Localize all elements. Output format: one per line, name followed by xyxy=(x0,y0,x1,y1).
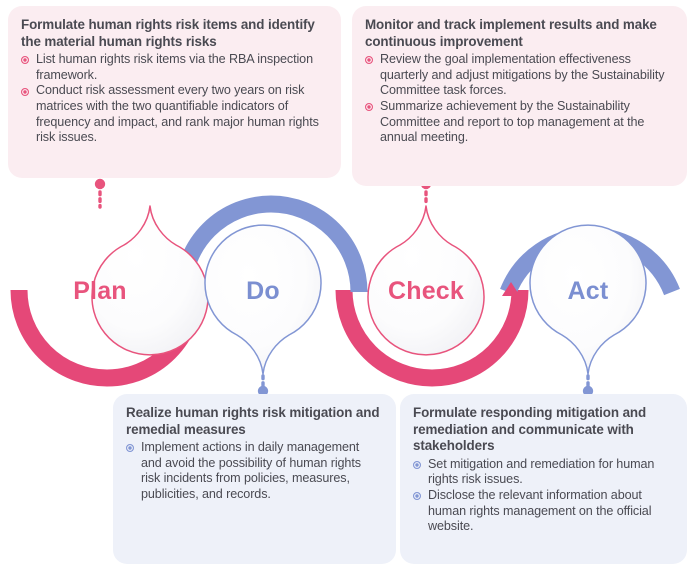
list-item: List human rights risk items via the RBA… xyxy=(21,52,328,83)
panel-act-bullets: Set mitigation and remediation for human… xyxy=(413,457,674,535)
list-item-text: Summarize achievement by the Sustainabil… xyxy=(380,98,645,145)
panel-do: Realize human rights risk mitigation and… xyxy=(113,394,396,564)
connector-act xyxy=(582,374,594,397)
bullet-dot-icon xyxy=(126,444,134,453)
list-item-text: List human rights risk items via the RBA… xyxy=(36,52,313,82)
bullet-dot-icon xyxy=(21,87,29,96)
node-label-do: Do xyxy=(246,277,280,305)
list-item: Set mitigation and remediation for human… xyxy=(413,457,674,488)
panel-plan: Formulate human rights risk items and id… xyxy=(8,6,341,178)
panel-act-title: Formulate responding mitigation and reme… xyxy=(413,405,647,454)
node-do[interactable]: Do xyxy=(204,224,322,375)
list-item: Disclose the relevant information about … xyxy=(413,488,674,535)
list-item: Conduct risk assessment every two years … xyxy=(21,83,328,145)
node-label-act: Act xyxy=(568,277,609,305)
bullet-dot-icon xyxy=(413,460,421,469)
node-label-check: Check xyxy=(388,277,464,305)
panel-check-bullets: Review the goal implementation effective… xyxy=(365,52,674,146)
bullet-dot-icon xyxy=(365,56,373,65)
connector-plan xyxy=(94,178,106,209)
node-plan[interactable]: Plan xyxy=(73,205,209,356)
connector-do xyxy=(257,374,269,397)
bullet-dot-icon xyxy=(413,492,421,501)
panel-do-title: Realize human rights risk mitigation and… xyxy=(126,405,380,437)
node-act[interactable]: Act xyxy=(529,224,647,375)
node-label-plan: Plan xyxy=(73,277,127,305)
bullet-dot-icon xyxy=(21,56,29,65)
panel-check: Monitor and track implement results and … xyxy=(352,6,687,186)
panel-act: Formulate responding mitigation and reme… xyxy=(400,394,687,564)
list-item-text: Set mitigation and remediation for human… xyxy=(428,456,655,487)
panel-check-title: Monitor and track implement results and … xyxy=(365,17,657,49)
list-item: Review the goal implementation effective… xyxy=(365,52,674,99)
panel-do-bullets: Implement actions in daily management an… xyxy=(126,440,383,502)
node-check[interactable]: Check xyxy=(367,205,485,356)
bullet-dot-icon xyxy=(365,103,373,112)
list-item-text: Disclose the relevant information about … xyxy=(428,487,652,534)
list-item-text: Conduct risk assessment every two years … xyxy=(36,83,319,145)
list-item-text: Implement actions in daily management an… xyxy=(141,440,361,501)
panel-plan-title: Formulate human rights risk items and id… xyxy=(21,17,315,49)
list-item: Summarize achievement by the Sustainabil… xyxy=(365,99,674,146)
list-item-text: Review the goal implementation effective… xyxy=(380,52,665,98)
panel-plan-bullets: List human rights risk items via the RBA… xyxy=(21,52,328,146)
list-item: Implement actions in daily management an… xyxy=(126,440,383,502)
